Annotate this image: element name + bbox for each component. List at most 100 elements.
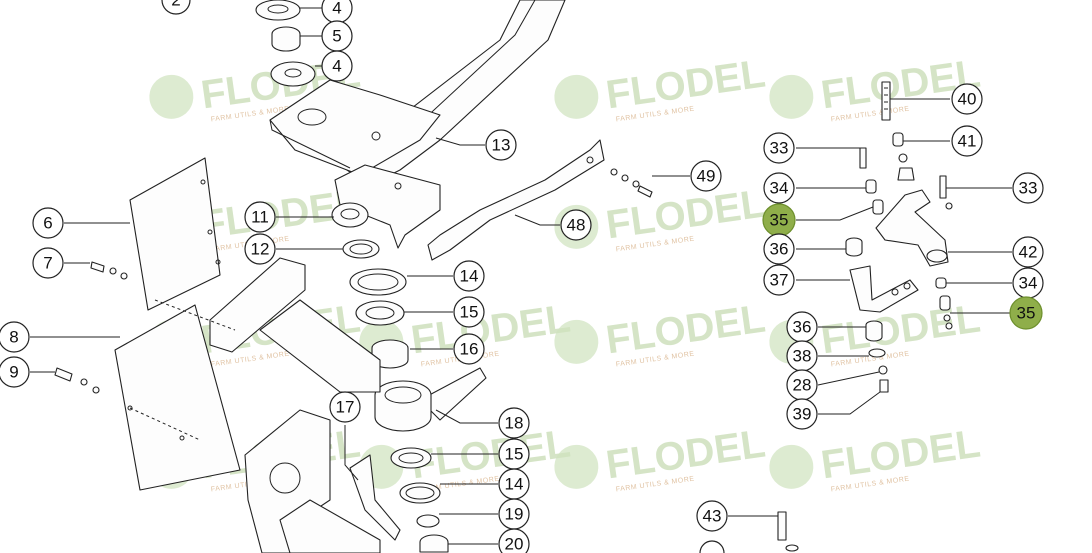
svg-text:49: 49 xyxy=(697,167,716,186)
svg-text:34: 34 xyxy=(770,179,789,198)
svg-text:15: 15 xyxy=(505,445,524,464)
washer-top xyxy=(255,0,301,21)
svg-text:35: 35 xyxy=(770,211,789,230)
bearing-15b-inner xyxy=(398,452,424,464)
bushing-5 xyxy=(271,26,301,52)
callout-16[interactable]: 16 xyxy=(453,333,485,365)
support-arm xyxy=(427,139,605,261)
callout-2[interactable]: 2 xyxy=(161,0,191,15)
rubber-flap-6 xyxy=(129,157,221,311)
svg-text:4: 4 xyxy=(332,0,341,18)
svg-text:8: 8 xyxy=(9,328,18,347)
linkage-drawing xyxy=(777,81,953,552)
callout-13[interactable]: 13 xyxy=(485,129,517,161)
leader-lines xyxy=(30,7,1012,545)
watermark-2: FLODEL FARM UTILS & MORE xyxy=(554,52,768,124)
callout-43[interactable]: 43 xyxy=(696,500,728,532)
svg-text:6: 6 xyxy=(43,214,52,233)
svg-text:48: 48 xyxy=(567,216,586,235)
callout-9[interactable]: 9 xyxy=(0,356,30,388)
callout-49[interactable]: 49 xyxy=(690,160,722,192)
svg-text:20: 20 xyxy=(505,535,524,553)
bolt-39 xyxy=(879,379,889,393)
svg-text:2: 2 xyxy=(171,0,180,10)
svg-text:33: 33 xyxy=(1019,179,1038,198)
frame-drawing xyxy=(54,0,653,553)
svg-text:41: 41 xyxy=(958,132,977,151)
svg-text:42: 42 xyxy=(1019,243,1038,262)
callout-6[interactable]: 6 xyxy=(32,207,64,239)
callout-36-lower[interactable]: 36 xyxy=(786,311,818,343)
callout-40[interactable]: 40 xyxy=(951,83,983,115)
top-plate-edge xyxy=(269,119,351,169)
svg-text:35: 35 xyxy=(1017,304,1036,323)
callout-28[interactable]: 28 xyxy=(786,369,818,401)
bushing-35a xyxy=(872,199,884,215)
callout-4-top[interactable]: 4 xyxy=(321,0,353,24)
svg-text:33: 33 xyxy=(770,139,789,158)
bushing-36b xyxy=(865,320,883,342)
callout-33-left[interactable]: 33 xyxy=(763,132,795,164)
ring-19 xyxy=(416,514,440,528)
watermark-13: FLODEL FARM UTILS & MORE xyxy=(769,422,983,494)
svg-text:15: 15 xyxy=(460,303,479,322)
top-plate-bolt-hole xyxy=(371,131,381,141)
callout-partial-bottom xyxy=(699,540,725,553)
ring-12 xyxy=(342,239,380,259)
callout-48[interactable]: 48 xyxy=(560,209,592,241)
callout-35-left-highlighted[interactable]: 35 xyxy=(762,203,796,237)
bracket-37 xyxy=(849,265,919,313)
callout-15-upper[interactable]: 15 xyxy=(453,296,485,328)
bolt-7-set xyxy=(90,261,128,280)
pivot-housing-bore xyxy=(384,386,422,404)
callout-19[interactable]: 19 xyxy=(498,498,530,530)
svg-text:36: 36 xyxy=(793,318,812,337)
callout-5[interactable]: 5 xyxy=(321,20,353,52)
callout-36-upper[interactable]: 36 xyxy=(763,233,795,265)
callout-8[interactable]: 8 xyxy=(0,321,30,353)
callout-4-lower[interactable]: 4 xyxy=(321,50,353,82)
callout-14-upper[interactable]: 14 xyxy=(453,260,485,292)
linkage-arm xyxy=(875,189,949,267)
bushing-35b xyxy=(939,295,951,311)
svg-text:17: 17 xyxy=(336,398,355,417)
callout-35-right-highlighted[interactable]: 35 xyxy=(1009,296,1043,330)
svg-text:11: 11 xyxy=(251,208,269,227)
callout-41[interactable]: 41 xyxy=(951,125,983,157)
callout-18[interactable]: 18 xyxy=(498,407,530,439)
callout-38[interactable]: 38 xyxy=(786,340,818,372)
svg-text:43: 43 xyxy=(703,507,722,526)
bolt-43 xyxy=(777,511,787,541)
callout-17[interactable]: 17 xyxy=(329,391,361,423)
callout-12[interactable]: 12 xyxy=(244,233,276,265)
svg-text:7: 7 xyxy=(43,254,52,273)
svg-text:34: 34 xyxy=(1019,274,1038,293)
ring-14b-inner xyxy=(405,486,435,500)
callout-11[interactable]: 11 xyxy=(244,201,276,233)
lower-frame xyxy=(279,499,381,553)
callout-37[interactable]: 37 xyxy=(763,264,795,296)
bracket-hole xyxy=(394,182,402,190)
callout-15-lower[interactable]: 15 xyxy=(498,438,530,470)
bearing-15 xyxy=(355,300,405,326)
callout-7[interactable]: 7 xyxy=(32,247,64,279)
ring-14b xyxy=(399,482,441,504)
callout-33-right[interactable]: 33 xyxy=(1012,172,1044,204)
spacer-34b xyxy=(935,277,947,289)
callout-34-left[interactable]: 34 xyxy=(763,172,795,204)
mounting-plate-cutout xyxy=(269,462,301,494)
callout-34-right[interactable]: 34 xyxy=(1012,267,1044,299)
callout-42[interactable]: 42 xyxy=(1012,236,1044,268)
bracket-17 xyxy=(349,454,401,541)
bearing-15-inner xyxy=(365,306,395,320)
support-arm-hole xyxy=(586,156,594,164)
bolt-33b xyxy=(939,175,947,199)
watermark-8: FLODEL FARM UTILS & MORE xyxy=(554,297,768,369)
callout-14-lower[interactable]: 14 xyxy=(498,468,530,500)
watermark-12: FLODEL FARM UTILS & MORE xyxy=(554,422,768,494)
spacer-34a xyxy=(865,179,877,194)
callout-20[interactable]: 20 xyxy=(498,528,530,553)
bolt-9-set xyxy=(54,367,100,394)
callout-39[interactable]: 39 xyxy=(786,398,818,430)
